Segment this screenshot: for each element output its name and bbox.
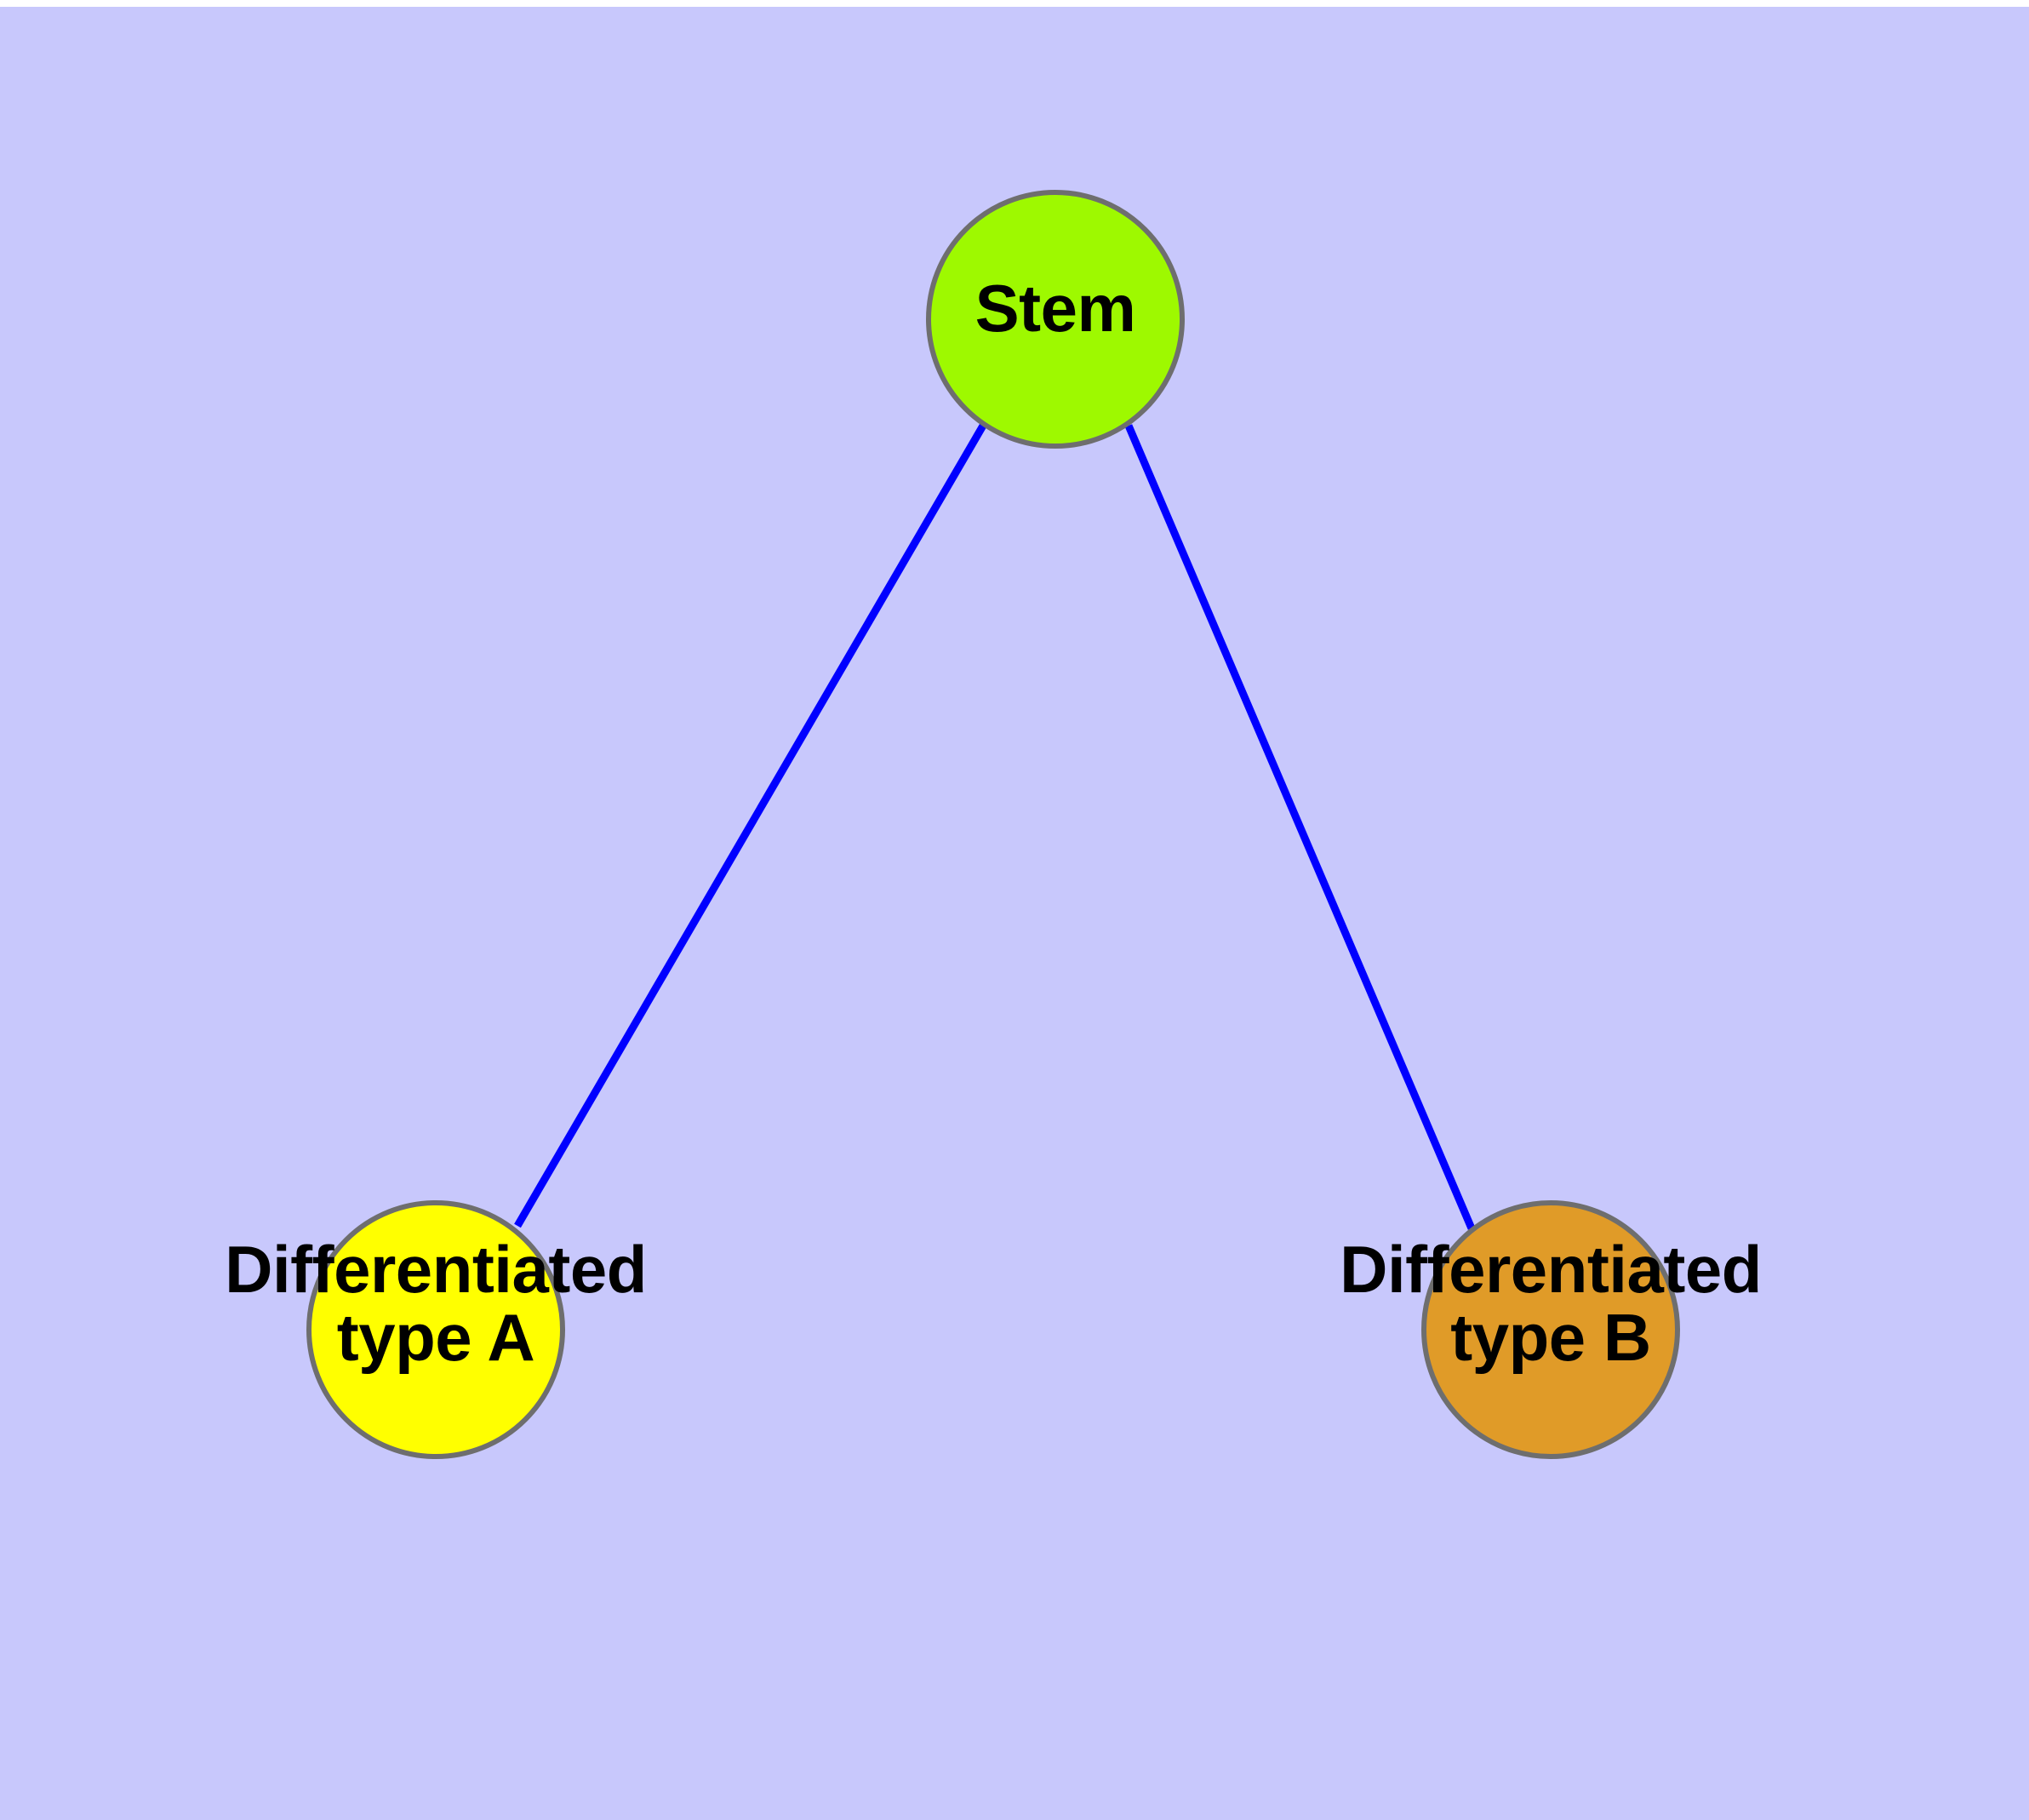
node-diff-a[interactable] [306,1200,565,1459]
node-stem[interactable] [926,190,1185,449]
node-diff-b[interactable] [1421,1200,1680,1459]
edge-stem-to-diff-a [514,423,986,1228]
edge-stem-to-diff-b [1124,424,1476,1230]
